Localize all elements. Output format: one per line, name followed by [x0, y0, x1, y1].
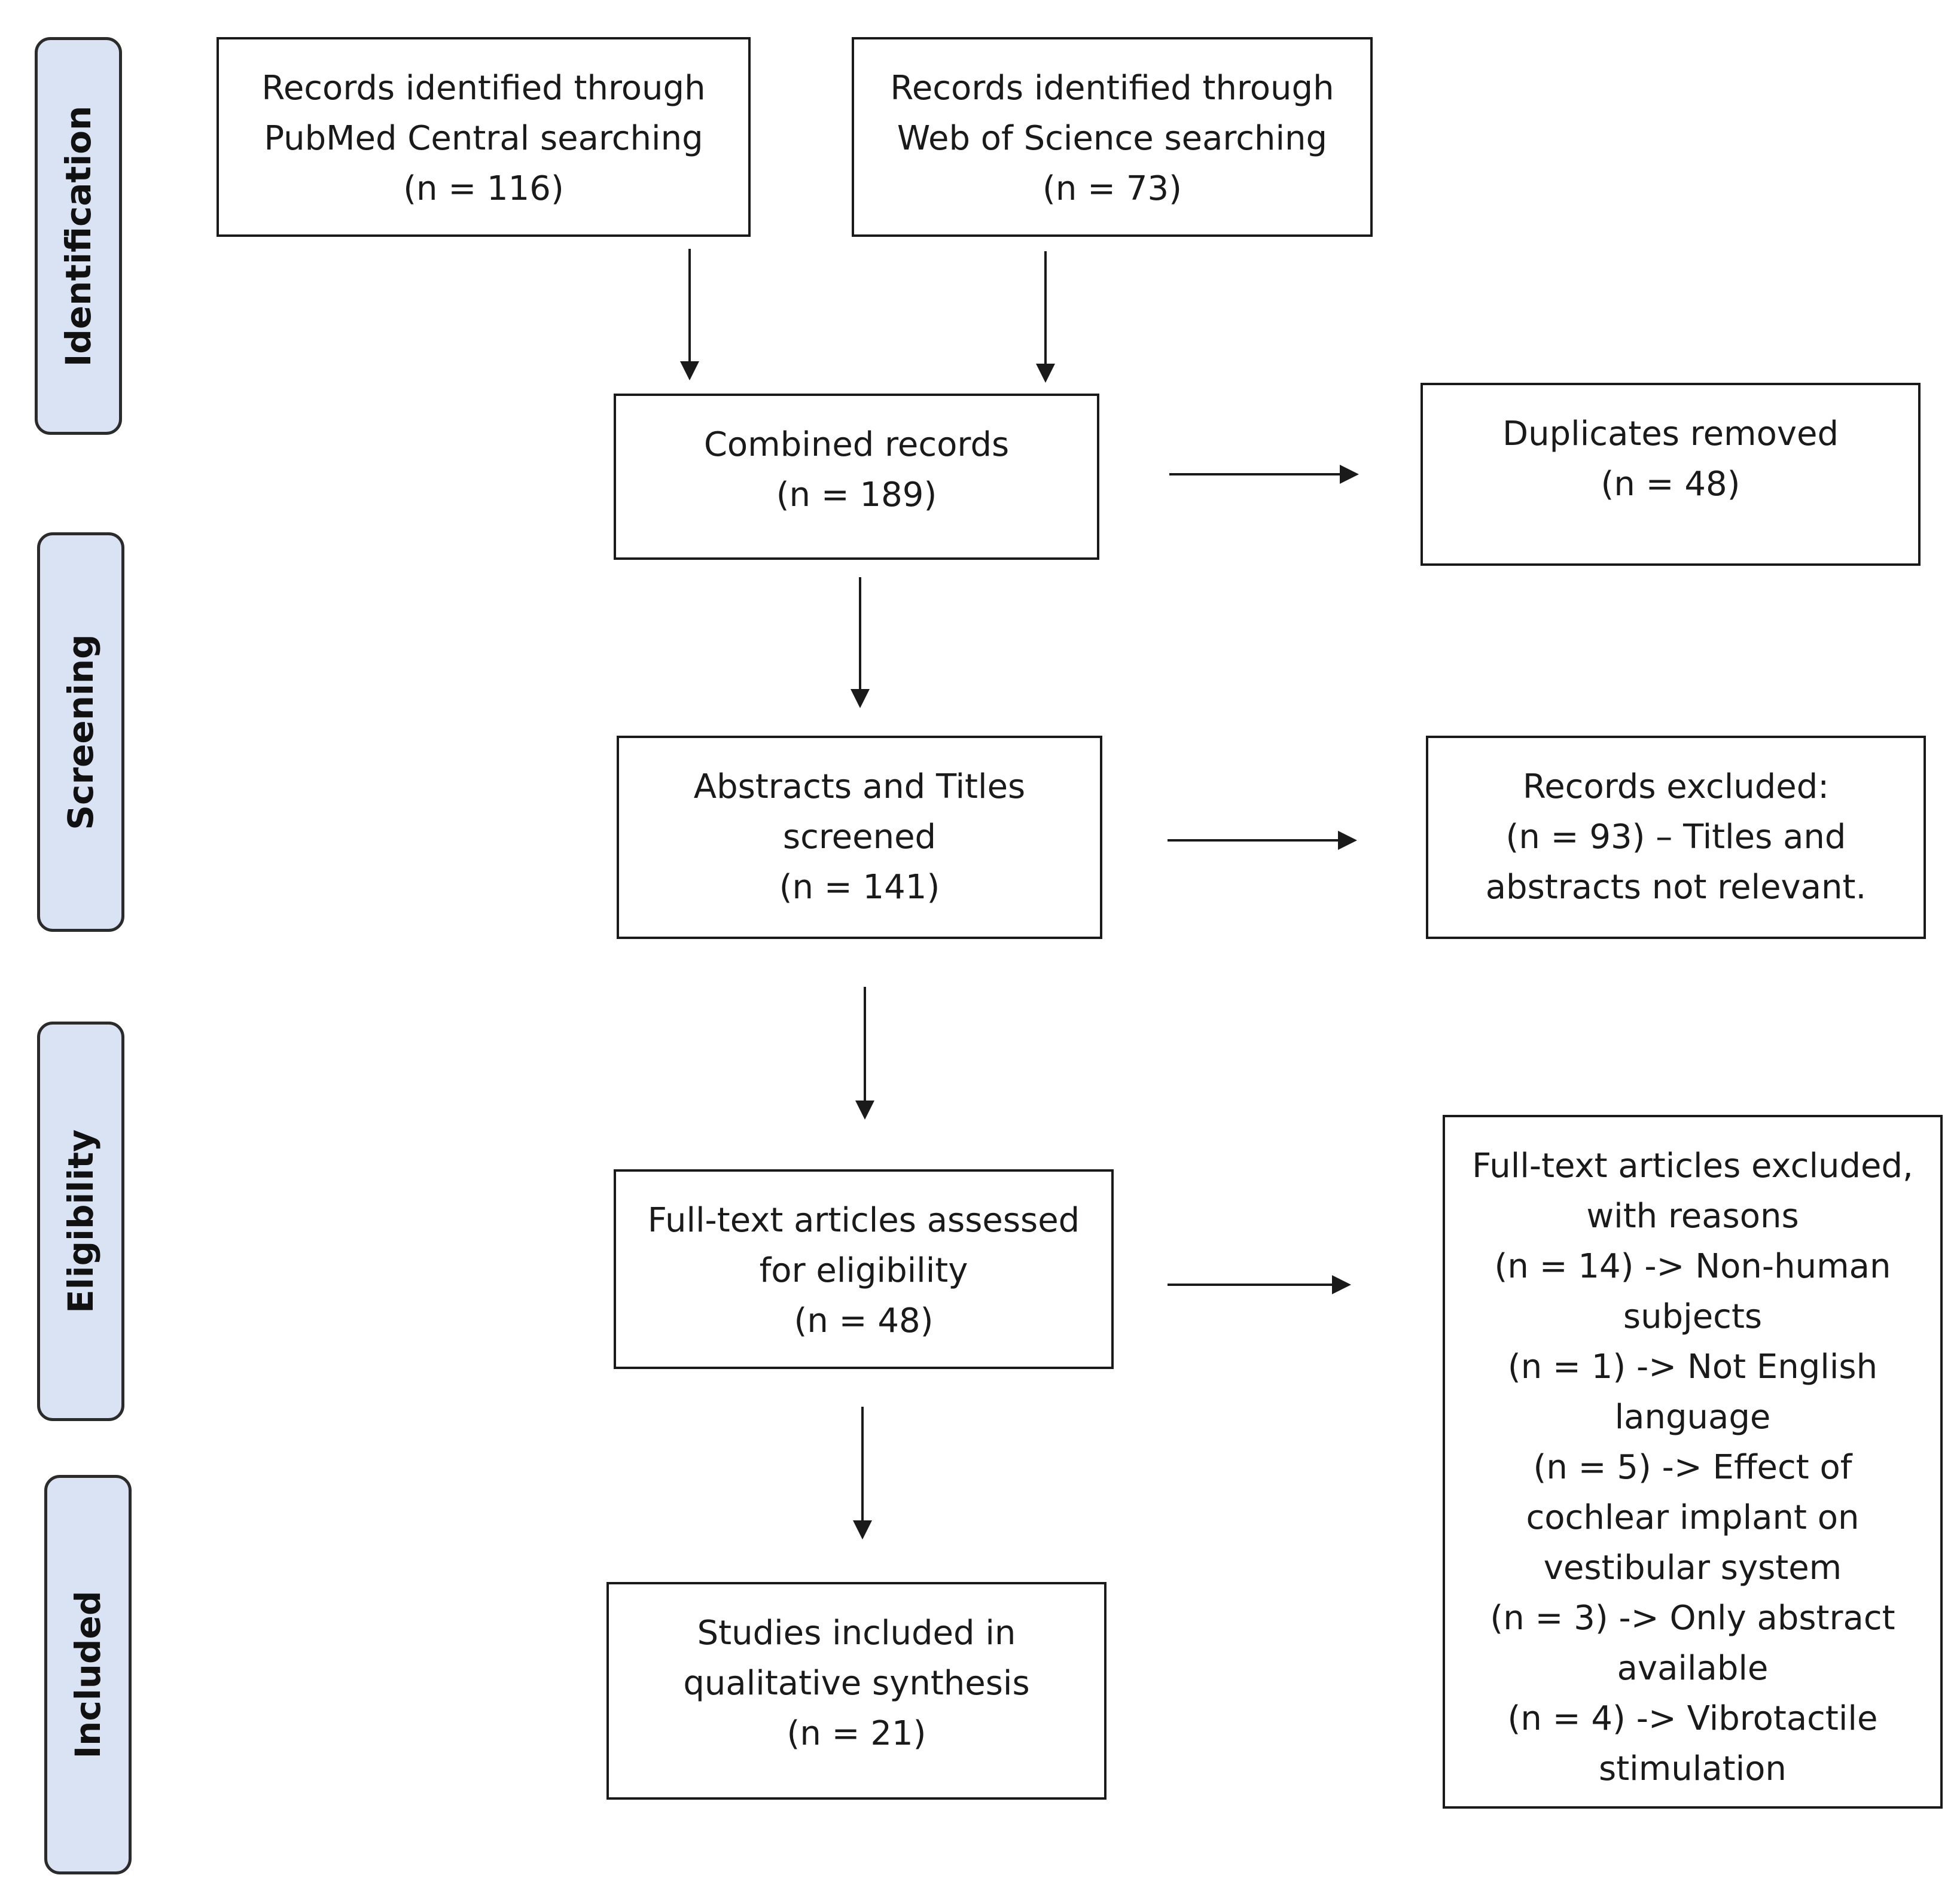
- box-line: Web of Science searching: [897, 119, 1328, 158]
- box-line: (n = 5) -> Effect of: [1533, 1448, 1852, 1487]
- studies-included-box: Studies included in qualitative synthesi…: [606, 1582, 1106, 1800]
- combined-records-box: Combined records (n = 189): [614, 394, 1099, 560]
- box-line: available: [1617, 1649, 1769, 1688]
- pubmed-records-box: Records identified through PubMed Centra…: [217, 37, 751, 237]
- box-line: for eligibility: [759, 1251, 968, 1290]
- stage-tab-eligibility: Eligibility: [37, 1022, 124, 1421]
- box-line: subjects: [1623, 1297, 1763, 1336]
- fulltext-assessed-box: Full-text articles assessed for eligibil…: [614, 1169, 1114, 1369]
- box-line: (n = 189): [776, 475, 937, 514]
- stage-tab-screening: Screening: [37, 532, 124, 932]
- box-line: Combined records: [703, 425, 1010, 464]
- box-line: (n = 48): [794, 1301, 934, 1340]
- screened-box: Abstracts and Titles screened (n = 141): [617, 736, 1102, 939]
- box-line: qualitative synthesis: [683, 1664, 1030, 1703]
- box-line: abstracts not relevant.: [1485, 868, 1867, 907]
- box-line: (n = 116): [403, 169, 564, 208]
- box-line: (n = 3) -> Only abstract: [1490, 1599, 1895, 1638]
- box-line: (n = 21): [787, 1714, 926, 1753]
- box-line: (n = 141): [779, 868, 940, 907]
- box-line: (n = 48): [1601, 465, 1740, 504]
- box-line: Full-text articles assessed: [647, 1201, 1080, 1240]
- box-line: vestibular system: [1543, 1548, 1842, 1587]
- records-excluded-box: Records excluded: (n = 93) – Titles and …: [1426, 736, 1926, 939]
- box-line: PubMed Central searching: [264, 119, 703, 158]
- box-line: stimulation: [1599, 1749, 1787, 1788]
- box-line: (n = 14) -> Non-human: [1494, 1247, 1891, 1286]
- box-line: Records identified through: [261, 69, 706, 108]
- box-line: (n = 4) -> Vibrotactile: [1507, 1699, 1878, 1738]
- box-line: screened: [782, 818, 937, 856]
- box-line: Studies included in: [697, 1614, 1016, 1653]
- stage-tab-included: Included: [44, 1475, 132, 1874]
- box-line: Abstracts and Titles: [693, 767, 1026, 806]
- box-line: with reasons: [1586, 1197, 1799, 1236]
- duplicates-removed-box: Duplicates removed (n = 48): [1421, 383, 1921, 566]
- box-line: Records identified through: [890, 69, 1334, 108]
- box-line: (n = 73): [1043, 169, 1182, 208]
- box-line: Duplicates removed: [1502, 414, 1839, 453]
- box-line: (n = 1) -> Not English: [1507, 1348, 1878, 1386]
- box-line: (n = 93) – Titles and: [1505, 818, 1846, 856]
- wos-records-box: Records identified through Web of Scienc…: [852, 37, 1373, 237]
- box-line: Records excluded:: [1522, 767, 1830, 806]
- box-line: Full-text articles excluded,: [1472, 1147, 1913, 1185]
- stage-tab-identification: Identification: [35, 37, 122, 435]
- box-line: language: [1614, 1398, 1771, 1437]
- box-line: cochlear implant on: [1526, 1498, 1860, 1537]
- fulltext-excluded-box: Full-text articles excluded, with reason…: [1443, 1115, 1943, 1809]
